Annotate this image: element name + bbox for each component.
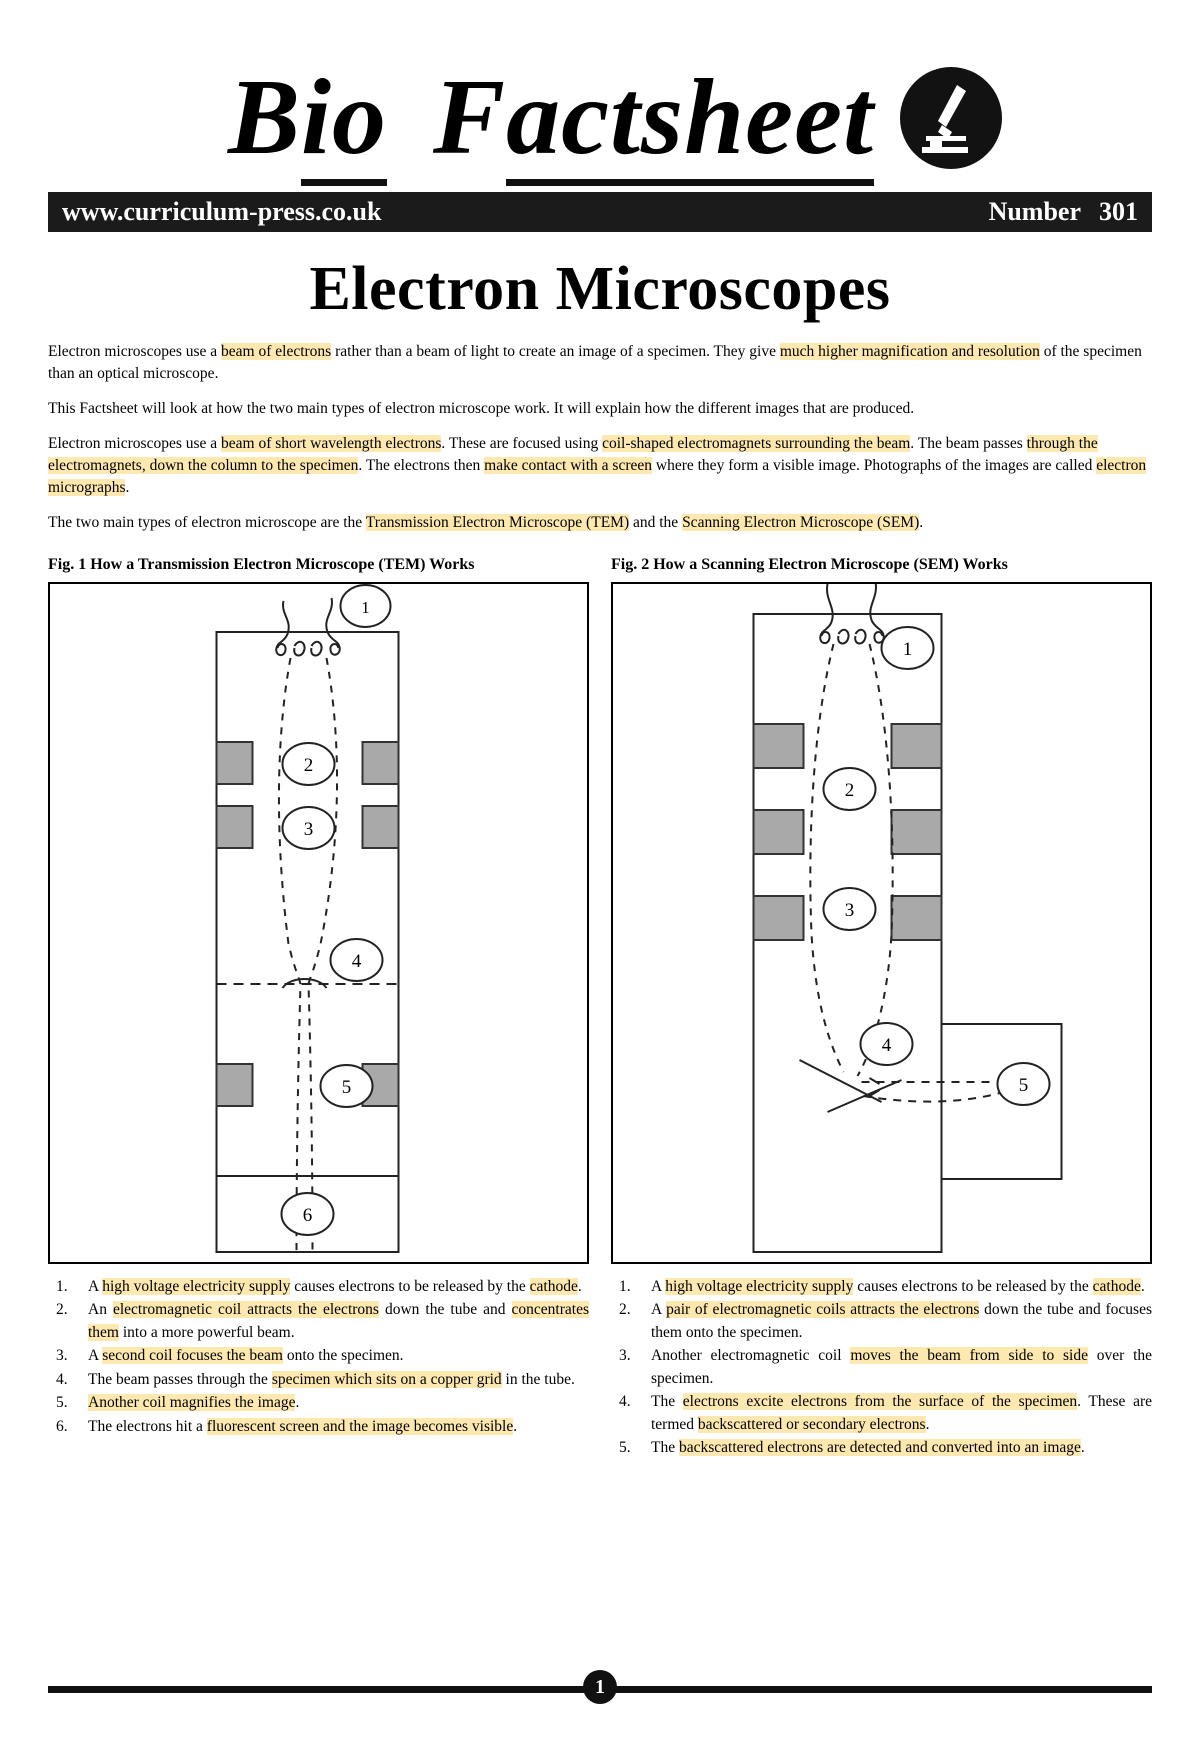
sem-steps-list: A high voltage electricity supply causes…	[611, 1276, 1152, 1460]
fig2-caption: Fig. 2 How a Scanning Electron Microscop…	[611, 556, 1008, 573]
masthead-title-b: B	[227, 58, 302, 177]
fig2-callout-3: 3	[822, 887, 877, 931]
highlighted-text: pair of electromagnetic coils attracts t…	[666, 1301, 980, 1319]
page-number-badge: 1	[583, 1670, 617, 1704]
figures-row: 1 2 3 4 5	[48, 582, 1152, 1264]
intro-paragraph-3: Electron microscopes use a beam of short…	[48, 435, 1147, 496]
figure-captions: Fig. 1 How a Transmission Electron Micro…	[48, 556, 1152, 574]
highlighted-text: Scanning Electron Microscope (SEM)	[682, 514, 920, 531]
fig2-callout-3-label: 3	[845, 900, 855, 921]
fig2-callout-5: 5	[996, 1062, 1051, 1106]
highlighted-text: moves the beam from side to side	[850, 1347, 1088, 1365]
highlighted-text: cathode	[529, 1278, 578, 1295]
list-item: A high voltage electricity supply causes…	[56, 1276, 582, 1299]
highlighted-text: much higher magnification and resolution	[779, 343, 1040, 360]
masthead-title: Bio Factsheet	[228, 58, 875, 186]
fig1-callout-2: 2	[281, 742, 336, 786]
list-item: A high voltage electricity supply causes…	[619, 1276, 1145, 1299]
sem-steps-column: A high voltage electricity supply causes…	[611, 1276, 1152, 1461]
fig1-callout-5-label: 5	[342, 1077, 352, 1098]
fig2-callout-1-label: 1	[903, 639, 913, 660]
highlighted-text: fluorescent screen and the image becomes…	[206, 1417, 514, 1435]
fig1-tem-diagram: 1 2 3 4 5	[48, 582, 589, 1264]
highlighted-text: coil-shaped electromagnets surrounding t…	[602, 435, 911, 452]
fig1-callout-4-label: 4	[352, 951, 362, 972]
highlighted-text: cathode	[1092, 1278, 1141, 1295]
highlighted-text: beam of short wavelength electrons	[221, 435, 442, 452]
fig1-caption: Fig. 1 How a Transmission Electron Micro…	[48, 556, 475, 573]
list-item: Another coil magnifies the image.	[56, 1392, 300, 1415]
highlighted-text: high voltage electricity supply	[102, 1278, 291, 1295]
highlighted-text: electrons excite electrons from the surf…	[682, 1393, 1078, 1411]
fig1-callout-6-label: 6	[303, 1205, 313, 1226]
fig2-sem-diagram: 1 2 3 4 5	[611, 582, 1152, 1264]
website-url: www.curriculum-press.co.uk	[62, 197, 382, 226]
list-item: The electrons hit a fluorescent screen a…	[56, 1416, 518, 1439]
microscope-icon	[900, 67, 1003, 169]
page-title: Electron Microscopes	[309, 255, 891, 323]
issue-number-value: 301	[1099, 197, 1138, 226]
masthead: Bio Factsheet	[48, 48, 1152, 188]
list-item: The beam passes through the specimen whi…	[56, 1369, 575, 1392]
fig1-callout-6: 6	[280, 1192, 335, 1236]
masthead-title-f: F	[433, 58, 507, 177]
list-item: An electromagnetic coil attracts the ele…	[56, 1299, 589, 1341]
fig2-callout-1: 1	[880, 626, 935, 670]
highlighted-text: high voltage electricity supply	[665, 1278, 854, 1295]
header-bar: www.curriculum-press.co.uk Number 301	[48, 192, 1152, 232]
fig1-callout-2-label: 2	[304, 755, 314, 776]
list-item: The electrons excite electrons from the …	[619, 1391, 1152, 1433]
tem-steps-column: A high voltage electricity supply causes…	[48, 1276, 589, 1461]
fig1-callout-5: 5	[319, 1064, 374, 1108]
tem-svg: 1 2 3 4 5	[215, 584, 400, 1253]
highlighted-text: Transmission Electron Microscope (TEM)	[365, 514, 630, 531]
fig1-callout-3: 3	[281, 806, 336, 850]
highlighted-text: specimen which sits on a copper grid	[271, 1370, 502, 1388]
highlighted-text: second coil focuses the beam	[102, 1347, 283, 1365]
steps-row: A high voltage electricity supply causes…	[48, 1276, 1152, 1461]
tem-steps-list: A high voltage electricity supply causes…	[48, 1276, 589, 1439]
highlighted-text: make contact with a screen	[484, 457, 653, 474]
fig1-callout-3-label: 3	[304, 819, 314, 840]
factsheet-page: Bio Factsheet www.curriculum-press.co.uk …	[0, 48, 1200, 1744]
intro-section: Electron microscopes use a beam of elect…	[48, 341, 1152, 534]
masthead-title-io: io	[301, 58, 388, 186]
fig2-callout-4: 4	[859, 1022, 914, 1066]
highlighted-text: backscattered electrons are detected and…	[678, 1439, 1081, 1457]
list-item: A pair of electromagnetic coils attracts…	[619, 1299, 1152, 1341]
issue-number-label: Number	[988, 197, 1081, 226]
highlighted-text: beam of electrons	[221, 343, 332, 360]
highlighted-text: backscattered or secondary electrons	[697, 1415, 926, 1433]
highlighted-text: Another coil magnifies the image	[88, 1394, 296, 1412]
intro-paragraph-1: Electron microscopes use a beam of elect…	[48, 343, 1142, 382]
intro-paragraph-4: The two main types of electron microscop…	[48, 514, 924, 531]
list-item: A second coil focuses the beam onto the …	[56, 1345, 404, 1368]
page-footer: 1	[48, 1670, 1152, 1704]
fig2-callout-2-label: 2	[845, 780, 855, 801]
fig1-callout-4: 4	[329, 938, 384, 982]
fig2-callout-2: 2	[822, 767, 877, 811]
issue-number: Number 301	[989, 197, 1138, 227]
fig1-callout-1: 1	[339, 584, 392, 628]
list-item: Another electromagnetic coil moves the b…	[619, 1345, 1153, 1387]
intro-paragraph-2: This Factsheet will look at how the two …	[48, 400, 915, 417]
fig2-callout-5-label: 5	[1019, 1075, 1029, 1096]
fig2-callout-4-label: 4	[882, 1035, 892, 1056]
list-item: The backscattered electrons are detected…	[619, 1437, 1085, 1460]
sem-svg: 1 2 3 4 5	[752, 584, 1063, 1253]
fig1-callout-1-label: 1	[361, 598, 370, 617]
masthead-title-actsheet: actsheet	[506, 58, 875, 186]
highlighted-text: electromagnetic coil attracts the electr…	[112, 1301, 379, 1319]
